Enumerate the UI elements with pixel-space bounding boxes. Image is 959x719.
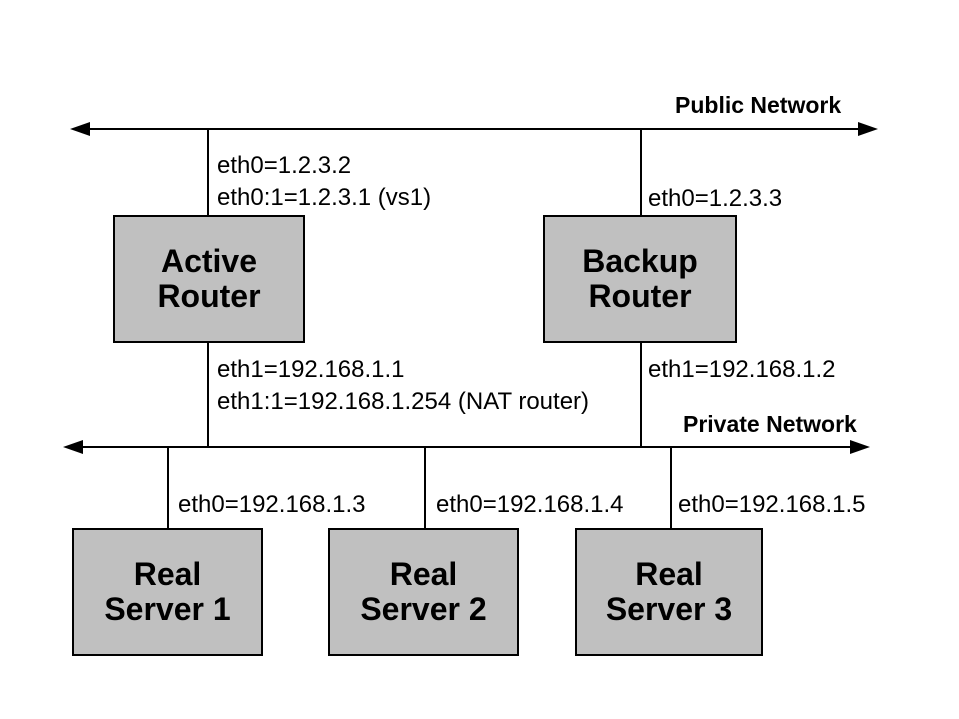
backup-router-label-line2: Router bbox=[588, 278, 692, 314]
backup-router-eth0-connector bbox=[640, 129, 642, 216]
private-network-left-arrowhead-icon bbox=[63, 440, 83, 454]
real-server-2-eth0-connector bbox=[424, 448, 426, 528]
real-server-2-eth0-label: eth0=192.168.1.4 bbox=[436, 491, 624, 518]
private-network-right-arrowhead-icon bbox=[850, 440, 870, 454]
real-server-3-label-line1: Real bbox=[635, 555, 703, 592]
active-router-label-line1: Active bbox=[160, 242, 258, 279]
real-server-3-eth0-label: eth0=192.168.1.5 bbox=[678, 491, 866, 518]
real-server-3-label-line2: Server 3 bbox=[605, 591, 733, 627]
backup-router-box: Backup Router bbox=[543, 215, 737, 343]
active-router-eth1-connector bbox=[207, 343, 209, 447]
active-router-label-line2: Router bbox=[157, 278, 261, 314]
backup-router-eth1-connector bbox=[640, 343, 642, 447]
private-network-label: Private Network bbox=[683, 411, 857, 437]
real-server-1-label-line2: Server 1 bbox=[104, 591, 231, 627]
private-network-line bbox=[81, 446, 852, 448]
real-server-1-eth0-label: eth0=192.168.1.3 bbox=[178, 491, 366, 518]
real-server-2-label-line1: Real bbox=[389, 555, 458, 592]
real-server-3-eth0-connector bbox=[670, 448, 672, 528]
real-server-1-box: Real Server 1 bbox=[72, 528, 263, 656]
active-router-eth1-alias-label: eth1:1=192.168.1.254 (NAT router) bbox=[217, 388, 590, 415]
backup-router-label-line1: Backup bbox=[582, 242, 698, 279]
active-router-eth0-connector bbox=[207, 129, 209, 216]
backup-router-eth1-label: eth1=192.168.1.2 bbox=[648, 356, 836, 383]
real-server-1-label-line1: Real bbox=[133, 555, 202, 592]
public-network-right-arrowhead-icon bbox=[858, 122, 878, 136]
real-server-3-box: Real Server 3 bbox=[575, 528, 763, 656]
active-router-eth0-label: eth0=1.2.3.2 bbox=[217, 152, 352, 179]
backup-router-eth0-label: eth0=1.2.3.3 bbox=[648, 185, 783, 212]
real-server-2-box: Real Server 2 bbox=[328, 528, 519, 656]
public-network-left-arrowhead-icon bbox=[70, 122, 90, 136]
active-router-box: Active Router bbox=[113, 215, 305, 343]
real-server-1-eth0-connector bbox=[167, 448, 169, 528]
active-router-eth0-alias-label: eth0:1=1.2.3.1 (vs1) bbox=[217, 184, 432, 211]
public-network-line bbox=[88, 128, 860, 130]
public-network-label: Public Network bbox=[675, 92, 842, 118]
real-server-2-label-line2: Server 2 bbox=[360, 591, 487, 627]
active-router-eth1-label: eth1=192.168.1.1 bbox=[217, 356, 405, 383]
